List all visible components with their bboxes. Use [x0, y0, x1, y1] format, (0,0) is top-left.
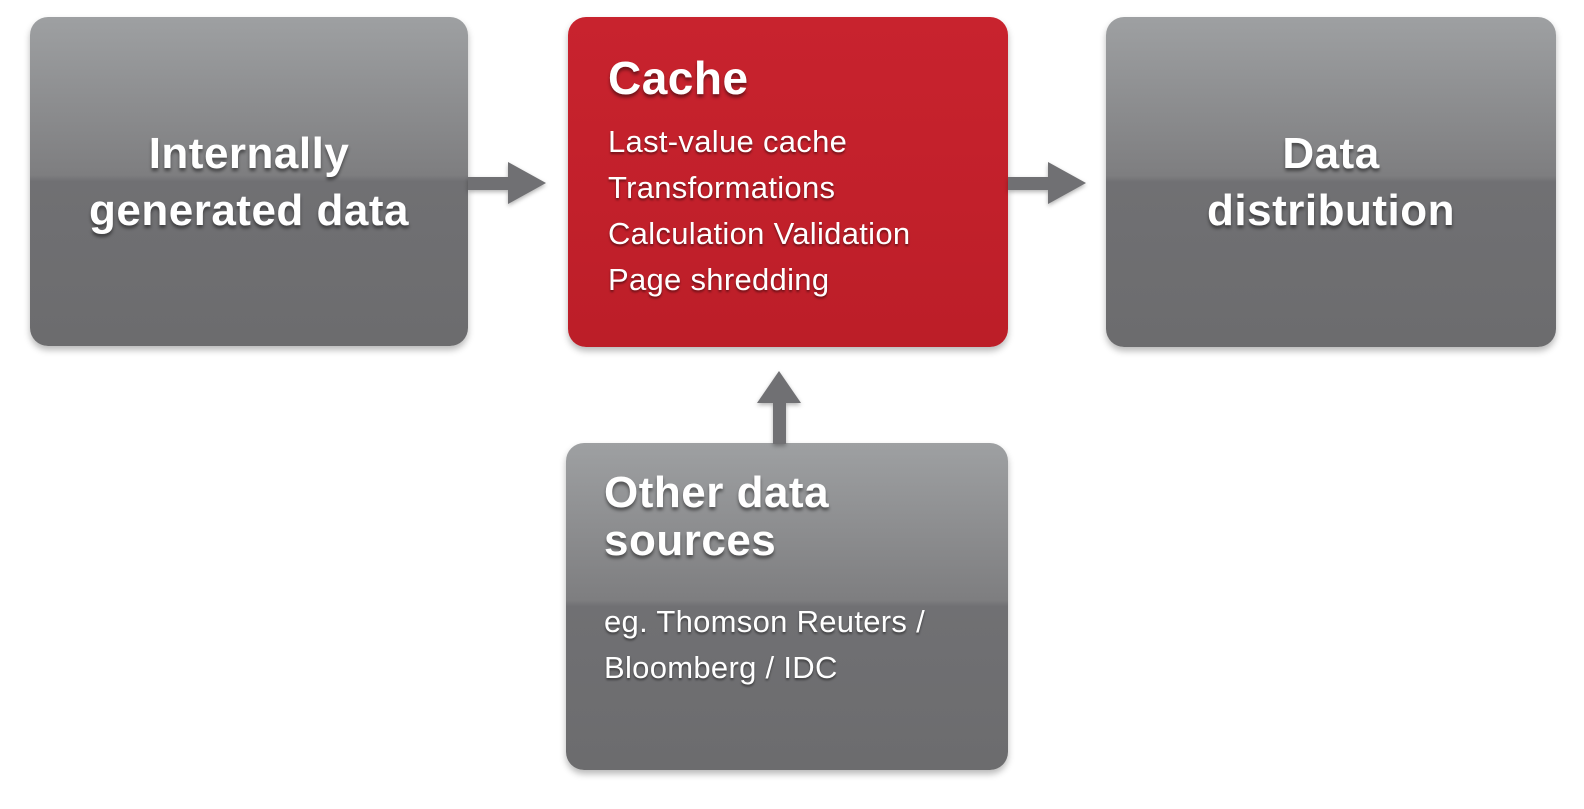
- other-data-sources-examples: eg. Thomson Reuters / Bloomberg / IDC: [604, 599, 978, 691]
- cache-feature-list: Last-value cache Transformations Calcula…: [608, 119, 978, 303]
- data-distribution-title: Data distribution: [1106, 17, 1556, 347]
- cache-feature-item: Page shredding: [608, 262, 830, 297]
- internally-generated-data-title: Internally generated data: [30, 17, 468, 346]
- title-line: generated data: [89, 185, 409, 235]
- cache-box-content: Cache Last-value cache Transformations C…: [568, 17, 1008, 303]
- arrow-head: [508, 162, 546, 204]
- cache-box: Cache Last-value cache Transformations C…: [568, 17, 1008, 347]
- arrow-up-icon: [757, 371, 801, 444]
- arrow-shaft: [773, 399, 786, 444]
- arrow-right-icon: [468, 162, 546, 204]
- cache-feature-item: Transformations: [608, 170, 836, 205]
- arrow-right-icon: [1008, 162, 1086, 204]
- cache-feature-item: Calculation Validation: [608, 216, 911, 251]
- other-data-sources-box: Other data sources eg. Thomson Reuters /…: [566, 443, 1008, 770]
- data-distribution-box: Data distribution: [1106, 17, 1556, 347]
- other-data-sources-content: Other data sources eg. Thomson Reuters /…: [566, 443, 1008, 691]
- example-line: Bloomberg / IDC: [604, 650, 838, 685]
- example-line: eg. Thomson Reuters /: [604, 604, 926, 639]
- other-data-sources-title-line: sources: [604, 516, 777, 565]
- cache-feature-item: Last-value cache: [608, 124, 848, 159]
- other-data-sources-title-line: Other data: [604, 468, 830, 517]
- arrow-head: [1048, 162, 1086, 204]
- internally-generated-data-box: Internally generated data: [30, 17, 468, 346]
- arrow-shaft: [1008, 177, 1056, 190]
- arrow-shaft: [468, 177, 516, 190]
- title-line: Internally: [148, 128, 350, 178]
- arrow-head: [757, 371, 801, 403]
- title-line: distribution: [1207, 186, 1455, 235]
- title-line: Data: [1282, 129, 1380, 178]
- cache-title: Cache: [608, 52, 749, 104]
